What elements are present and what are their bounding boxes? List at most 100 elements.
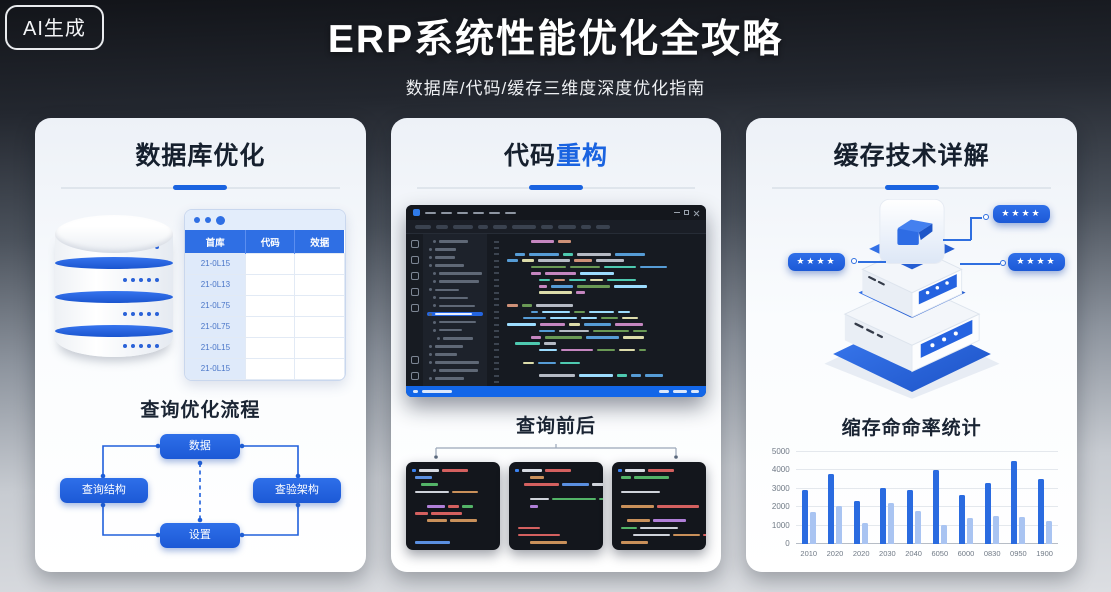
panel-code-line [618, 476, 700, 479]
bar-group [796, 452, 822, 544]
decor [494, 361, 499, 364]
code-token [539, 348, 557, 352]
bar-group [822, 452, 848, 544]
panel-code-line [515, 533, 597, 537]
editor-file-explorer [423, 234, 487, 386]
toolbar-item [453, 224, 473, 229]
line-number [490, 298, 499, 301]
file-icon [433, 320, 436, 324]
status-item [659, 390, 669, 393]
code-token [580, 316, 597, 320]
file-name-bar [439, 296, 469, 300]
code-token [616, 374, 627, 377]
file-name-bar [435, 312, 472, 316]
decor [648, 469, 675, 472]
code-token [537, 259, 570, 262]
bracket-connector [434, 444, 678, 459]
panel-code-line [515, 526, 597, 530]
panel-code-line [412, 498, 494, 501]
divider [61, 185, 340, 190]
line-number [490, 272, 499, 275]
code-token [577, 252, 612, 256]
file-name-bar [435, 361, 479, 364]
code-line [490, 368, 702, 371]
code-token [596, 348, 616, 352]
code-token [595, 259, 624, 262]
code-token [645, 374, 663, 377]
bar-light [862, 522, 869, 544]
file-icon [429, 256, 432, 259]
title-part-dark: 代码 [503, 142, 556, 170]
activity-icon [410, 288, 419, 296]
line-number [490, 246, 499, 249]
panel-header-line [411, 469, 494, 472]
code-token [523, 483, 560, 487]
page-subtitle: 数据库/代码/缓存三维度深度优化指南 [405, 79, 706, 98]
decor [494, 381, 499, 384]
decor [515, 541, 527, 544]
panel-code-line [412, 527, 494, 530]
table-cell-value: 21-0L75 [184, 294, 247, 317]
code-line [490, 348, 702, 352]
bar-group [953, 452, 979, 544]
line-number [490, 355, 499, 358]
panel-code-line [515, 497, 604, 501]
code-token [603, 265, 637, 269]
file-icon [514, 469, 519, 472]
decor [625, 469, 646, 472]
flow-node-architecture: 查验架构 [252, 478, 341, 503]
toolbar-item [415, 224, 431, 229]
code-line [490, 374, 702, 377]
code-token [592, 483, 604, 487]
cylinder-stripe [55, 257, 173, 269]
code-token [554, 278, 566, 282]
decor [494, 259, 499, 262]
toolbar-item [493, 224, 507, 229]
code-token [543, 342, 557, 346]
decor [618, 534, 630, 537]
code-token [576, 291, 586, 294]
file-tree-item [427, 296, 483, 301]
line-number [490, 349, 499, 352]
decor [503, 311, 527, 314]
gridline [795, 524, 1058, 526]
file-icon [433, 280, 436, 284]
code-line [490, 342, 702, 346]
decor [412, 483, 418, 486]
code-token [538, 361, 556, 365]
divider-accent [529, 185, 583, 190]
y-axis-label: 4000 [771, 465, 790, 475]
file-tree-item [427, 247, 483, 252]
file-icon [429, 361, 432, 365]
code-panel [612, 462, 707, 550]
card-database-title: 数据库优化 [135, 142, 266, 170]
activity-icon [410, 272, 419, 280]
x-axis-label: 2010 [800, 549, 818, 558]
gridline [795, 506, 1058, 508]
panel-code-line [515, 476, 597, 479]
file-icon [429, 344, 432, 348]
activity-icon [410, 356, 419, 364]
cylinder-stripe [55, 325, 173, 337]
table-cell-empty [245, 252, 296, 275]
toolbar-item [512, 224, 536, 229]
code-token [539, 323, 566, 326]
decor [503, 240, 527, 243]
activity-icon [410, 240, 419, 248]
card-cache: 缓存技术详解 [746, 118, 1078, 572]
file-tree-item [427, 376, 483, 381]
code-token [452, 490, 478, 494]
flow-node-query-structure: 查询结构 [59, 478, 148, 503]
page-header: ERP系统性能优化全攻略 数据库/代码/缓存三维度深度优化指南 [0, 8, 1111, 99]
decor [494, 272, 499, 275]
rating-badge: ★★★★ [993, 205, 1050, 223]
package-icon [897, 219, 933, 245]
decor [503, 285, 535, 288]
connector-line [960, 263, 1001, 265]
bar-dark [880, 487, 887, 544]
line-number [490, 253, 499, 256]
file-icon [433, 239, 436, 243]
